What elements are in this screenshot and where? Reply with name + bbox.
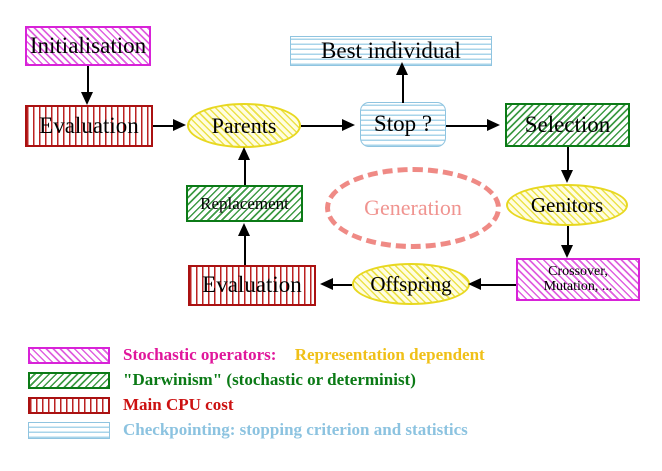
edge-stop-to-selection — [446, 125, 488, 127]
legend-label-main-cpu-cost: Main CPU cost — [123, 395, 234, 414]
legend-label-darwinism: "Darwinism" (stochastic or determinist) — [123, 370, 416, 389]
legend-swatch-checkpointing — [28, 422, 110, 439]
legend-row-darwinism: "Darwinism" (stochastic or determinist) — [123, 370, 416, 390]
legend-swatch-main-cpu-cost — [28, 397, 110, 414]
legend-row-checkpointing: Checkpointing: stopping criterion and st… — [123, 420, 468, 440]
edge-init-to-eval — [87, 66, 89, 93]
node-crossover-label-line1: Crossover, — [548, 263, 608, 279]
node-evaluation-bottom-label: Evaluation — [202, 272, 302, 298]
node-selection-label: Selection — [524, 111, 611, 137]
node-stop-label: Stop ? — [373, 111, 433, 137]
node-replacement[interactable]: Replacement — [186, 185, 303, 222]
node-parents[interactable]: Parents — [187, 103, 301, 148]
edge-stop-to-selection-arrowhead — [487, 119, 500, 131]
node-offspring[interactable]: Offspring — [352, 263, 470, 305]
node-replacement-label: Replacement — [200, 193, 289, 213]
edge-crossover-to-offspring — [478, 284, 516, 286]
legend-label-stochastic-operators: Stochastic operators: — [123, 345, 277, 364]
edge-stop-to-best-arrowhead — [396, 62, 408, 75]
edge-parents-to-stop-arrowhead — [342, 119, 355, 131]
node-stop[interactable]: Stop ? — [360, 102, 446, 147]
node-generation: Generation — [325, 167, 501, 249]
edge-offspring-to-eval — [330, 284, 352, 286]
node-initialisation-label: Initialisation — [29, 32, 147, 58]
edge-selection-to-genitors-arrowhead — [561, 170, 573, 183]
edge-genitors-to-crossover — [567, 226, 569, 246]
node-crossover-mutation[interactable]: Crossover, Mutation, ... — [516, 258, 640, 301]
edge-init-to-eval-arrowhead — [81, 92, 93, 105]
node-evaluation-top[interactable]: Evaluation — [25, 105, 153, 147]
legend-label-checkpointing: Checkpointing: stopping criterion and st… — [123, 420, 468, 439]
edge-replacement-to-parents — [244, 158, 246, 185]
legend-row-stochastic-operators: Stochastic operators: Representation dep… — [123, 345, 485, 365]
node-genitors-label: Genitors — [530, 192, 604, 217]
edge-eval-to-parents-arrowhead — [173, 119, 186, 131]
edge-selection-to-genitors — [567, 147, 569, 171]
node-evaluation-bottom[interactable]: Evaluation — [188, 265, 316, 306]
edge-crossover-to-offspring-arrowhead — [468, 278, 481, 290]
node-genitors[interactable]: Genitors — [506, 184, 628, 226]
node-offspring-label: Offspring — [370, 271, 452, 296]
legend-swatch-stochastic-operators — [28, 347, 110, 364]
edge-parents-to-stop — [301, 125, 343, 127]
node-best-individual[interactable]: Best individual — [290, 36, 492, 66]
edge-genitors-to-crossover-arrowhead — [561, 245, 573, 258]
legend-swatch-darwinism — [28, 372, 110, 389]
node-evaluation-top-label: Evaluation — [39, 112, 139, 138]
node-parents-label: Parents — [211, 112, 277, 138]
edge-eval-to-parents — [153, 125, 175, 127]
node-best-individual-label: Best individual — [321, 37, 461, 63]
node-generation-label: Generation — [364, 195, 462, 220]
node-crossover-label-line2: Mutation, ... — [543, 278, 613, 294]
legend-note-representation-dependent: Representation dependent — [294, 345, 485, 364]
edge-replacement-to-parents-arrowhead — [238, 147, 250, 160]
edge-offspring-to-eval-arrowhead — [320, 278, 333, 290]
edge-eval-to-replacement-arrowhead — [238, 223, 250, 236]
edge-stop-to-best — [402, 70, 404, 103]
legend-row-main-cpu-cost: Main CPU cost — [123, 395, 233, 415]
node-initialisation[interactable]: Initialisation — [25, 26, 151, 66]
node-selection[interactable]: Selection — [505, 103, 630, 147]
edge-eval-to-replacement — [244, 232, 246, 265]
